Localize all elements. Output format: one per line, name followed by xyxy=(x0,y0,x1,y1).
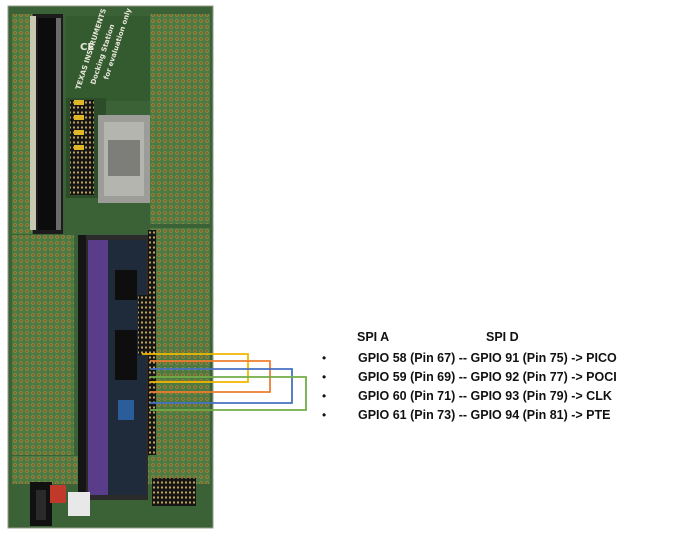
perf-area-top-right xyxy=(150,14,210,224)
bullet-icon: • xyxy=(322,351,327,365)
perf-area-lower-right xyxy=(150,228,210,458)
silkscreen-area xyxy=(66,16,150,101)
connection-item: • GPIO 58 (Pin 67) -- GPIO 91 (Pin 75) ->… xyxy=(322,349,617,368)
wire-pico xyxy=(142,353,249,383)
connection-text: GPIO 58 (Pin 67) -- GPIO 91 (Pin 75) -> … xyxy=(358,351,617,365)
perf-area-lower-left xyxy=(12,235,74,455)
wire-clk xyxy=(150,368,293,404)
svg-text:CE: CE xyxy=(80,42,94,53)
connection-list: • GPIO 58 (Pin 67) -- GPIO 91 (Pin 75) ->… xyxy=(322,349,617,425)
connection-text: GPIO 61 (Pin 73) -- GPIO 94 (Pin 81) -> … xyxy=(358,408,611,422)
controlcard xyxy=(78,235,148,500)
connection-text: GPIO 60 (Pin 71) -- GPIO 93 (Pin 79) -> … xyxy=(358,389,612,403)
connection-text: GPIO 59 (Pin 69) -- GPIO 92 (Pin 77) -> … xyxy=(358,370,617,384)
connection-item: • GPIO 59 (Pin 69) -- GPIO 92 (Pin 77) ->… xyxy=(322,368,617,387)
wire-pte xyxy=(150,376,307,411)
white-connector xyxy=(68,492,90,516)
bullet-icon: • xyxy=(322,408,327,422)
red-button xyxy=(50,485,66,503)
connection-item: • GPIO 61 (Pin 73) -- GPIO 94 (Pin 81) ->… xyxy=(322,406,617,425)
bullet-icon: • xyxy=(322,370,327,384)
power-jack xyxy=(30,482,52,526)
spi-d-header: SPI D xyxy=(486,330,519,344)
sd-card-slot xyxy=(98,115,150,203)
perf-area-left xyxy=(12,14,32,234)
connection-item: • GPIO 60 (Pin 71) -- GPIO 93 (Pin 79) ->… xyxy=(322,387,617,406)
bullet-icon: • xyxy=(322,389,327,403)
spi-a-header: SPI A xyxy=(357,330,390,344)
jtag-header xyxy=(152,478,196,506)
